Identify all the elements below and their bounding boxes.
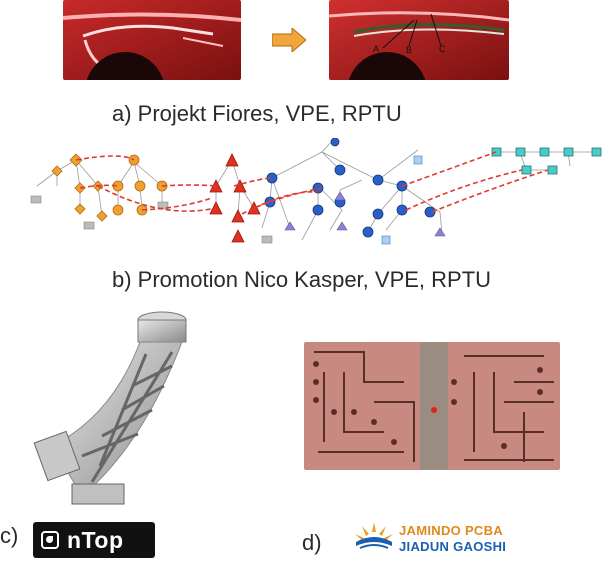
lattice-bracket-image <box>22 306 222 518</box>
pcb-photo <box>304 342 560 470</box>
label-c: C <box>439 44 446 54</box>
jamindo-line-2: JIADUN GAOSHI <box>399 539 507 554</box>
ntop-logo-icon <box>41 531 59 549</box>
right-arrow-icon <box>271 26 307 54</box>
label-a: A <box>373 44 380 54</box>
fiores-photo-left <box>63 0 241 80</box>
process-graph <box>22 137 604 250</box>
jamindo-logo-icon <box>355 522 393 549</box>
ntop-logo: nTop <box>33 522 155 558</box>
caption-d: d) <box>302 530 322 555</box>
jamindo-line-1: JAMINDO PCBA <box>399 523 503 538</box>
fiores-photo-right: A B C <box>329 0 509 80</box>
jamindo-logo: JAMINDO PCBA JIADUN GAOSHI <box>352 516 512 556</box>
caption-a: a) Projekt Fiores, VPE, RPTU <box>112 101 402 126</box>
ntop-logo-text: nTop <box>67 526 124 553</box>
caption-c: c) <box>0 523 19 548</box>
label-b: B <box>406 45 413 55</box>
caption-b: b) Promotion Nico Kasper, VPE, RPTU <box>112 267 492 292</box>
